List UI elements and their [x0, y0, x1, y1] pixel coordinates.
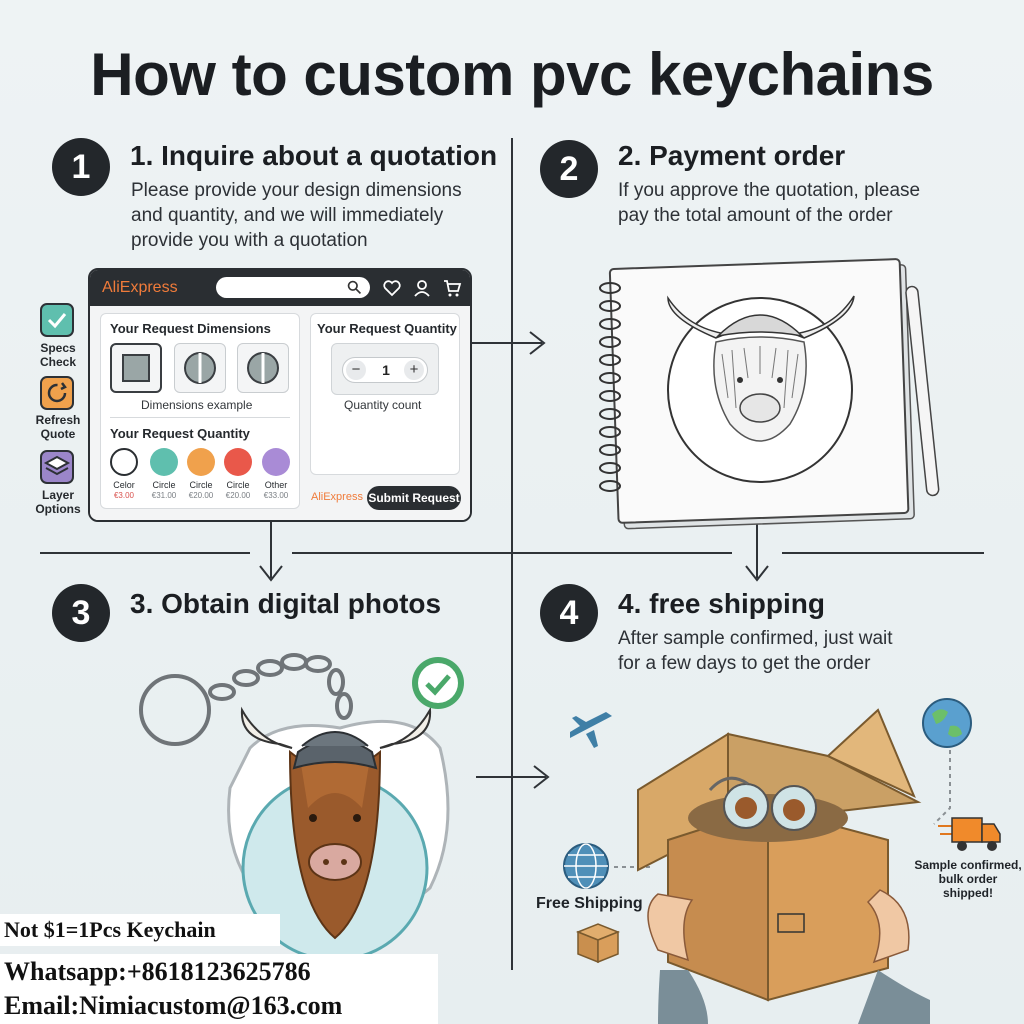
vertical-divider — [511, 138, 513, 970]
swatch-price: €31.00 — [151, 491, 177, 500]
layers-icon[interactable] — [40, 450, 74, 484]
sketchbook-illustration — [599, 258, 940, 530]
decrement-button[interactable]: − — [346, 360, 366, 380]
shape-split-circle-alt-button[interactable] — [237, 343, 289, 393]
arrow-down-icon — [259, 522, 283, 582]
quantity-stepper: − 1 + — [342, 357, 428, 383]
arrow-right-icon — [472, 331, 546, 355]
dimensions-title: Your Request Dimensions — [110, 321, 271, 336]
swatch-name: Celor — [113, 480, 135, 490]
step-description-4: After sample confirmed, just wait for a … — [618, 628, 893, 674]
arrow-down-icon — [745, 522, 769, 582]
swatch-name: Circle — [152, 480, 176, 490]
horizontal-divider-center — [292, 552, 732, 554]
swatch-name: Circle — [226, 480, 250, 490]
user-icon[interactable] — [412, 278, 432, 298]
airplane-icon — [570, 712, 612, 748]
step-number-3: 3 — [52, 584, 110, 642]
swatch-price: €33.00 — [263, 491, 289, 500]
colors-title: Your Request Quantity — [110, 426, 250, 441]
dimensions-caption: Dimensions example — [141, 398, 253, 412]
shipping-note: Sample confirmed, bulk order shipped! — [914, 858, 1022, 900]
pricing-note: Not $1=1Pcs Keychain — [0, 914, 280, 946]
step-number-1: 1 — [52, 138, 110, 196]
swatch-price: €3.00 — [113, 491, 135, 500]
side-option-label: Layer Options — [35, 488, 81, 516]
quantity-caption: Quantity count — [344, 398, 422, 412]
search-input[interactable] — [216, 277, 370, 298]
panel-header: AliExpress — [90, 270, 470, 306]
dashed-connector — [933, 750, 951, 825]
side-option-label: Refresh Quote — [35, 413, 81, 441]
swatch-price: €20.00 — [188, 491, 214, 500]
keychain-illustration — [139, 653, 450, 962]
refresh-icon[interactable] — [40, 376, 74, 410]
search-icon[interactable] — [346, 279, 363, 296]
arrow-right-icon — [476, 765, 550, 789]
color-swatch-purple[interactable] — [262, 448, 290, 476]
color-swatch-orange[interactable] — [187, 448, 215, 476]
step-title-3: 3. Obtain digital photos — [130, 588, 442, 619]
page-title: How to custom pvc keychains — [90, 41, 934, 108]
globe-icon — [563, 843, 609, 889]
step-title-4: 4. free shipping — [618, 588, 825, 619]
check-icon[interactable] — [40, 303, 74, 337]
submit-request-button[interactable]: Submit Request — [367, 486, 461, 510]
swatch-price: €20.00 — [225, 491, 251, 500]
aliexpress-logo: AliExpress — [102, 279, 178, 296]
card-divider — [110, 417, 290, 418]
step-description-1: Please provide your design dimensions an… — [131, 180, 462, 251]
whatsapp-contact[interactable]: Whatsapp:+8618123625786 — [0, 954, 438, 988]
step-description-2: If you approve the quotation, please pay… — [618, 180, 921, 226]
step-number-2: 2 — [540, 140, 598, 198]
color-swatch-white[interactable] — [110, 448, 138, 476]
color-swatch-red[interactable] — [224, 448, 252, 476]
quantity-value[interactable]: 1 — [382, 362, 390, 378]
step-number-4: 4 — [540, 584, 598, 642]
package-icon — [575, 923, 621, 964]
shipping-box-illustration — [637, 708, 930, 1024]
dashed-connector — [614, 866, 654, 868]
color-swatch-teal[interactable] — [150, 448, 178, 476]
aliexpress-footer-logo: AliExpress — [311, 491, 363, 503]
email-contact[interactable]: Email:Nimiacustom@163.com — [0, 988, 438, 1024]
heart-icon[interactable] — [382, 278, 402, 298]
increment-button[interactable]: + — [404, 360, 424, 380]
shape-split-circle-button[interactable] — [174, 343, 226, 393]
step-title-2: 2. Payment order — [618, 140, 846, 171]
check-icon — [412, 657, 464, 709]
swatch-name: Circle — [189, 480, 213, 490]
horizontal-divider-left — [40, 552, 250, 554]
cart-icon[interactable] — [442, 278, 462, 298]
shape-square-button[interactable] — [110, 343, 162, 393]
side-option-label: Specs Check — [39, 341, 77, 369]
quantity-title: Your Request Quantity — [317, 321, 457, 336]
delivery-truck-icon — [938, 817, 1001, 851]
horizontal-divider-right — [782, 552, 984, 554]
globe-icon — [922, 698, 972, 748]
free-shipping-label: Free Shipping — [536, 895, 643, 912]
swatch-name: Other — [264, 480, 288, 490]
step-title-1: 1. Inquire about a quotation — [130, 140, 498, 171]
